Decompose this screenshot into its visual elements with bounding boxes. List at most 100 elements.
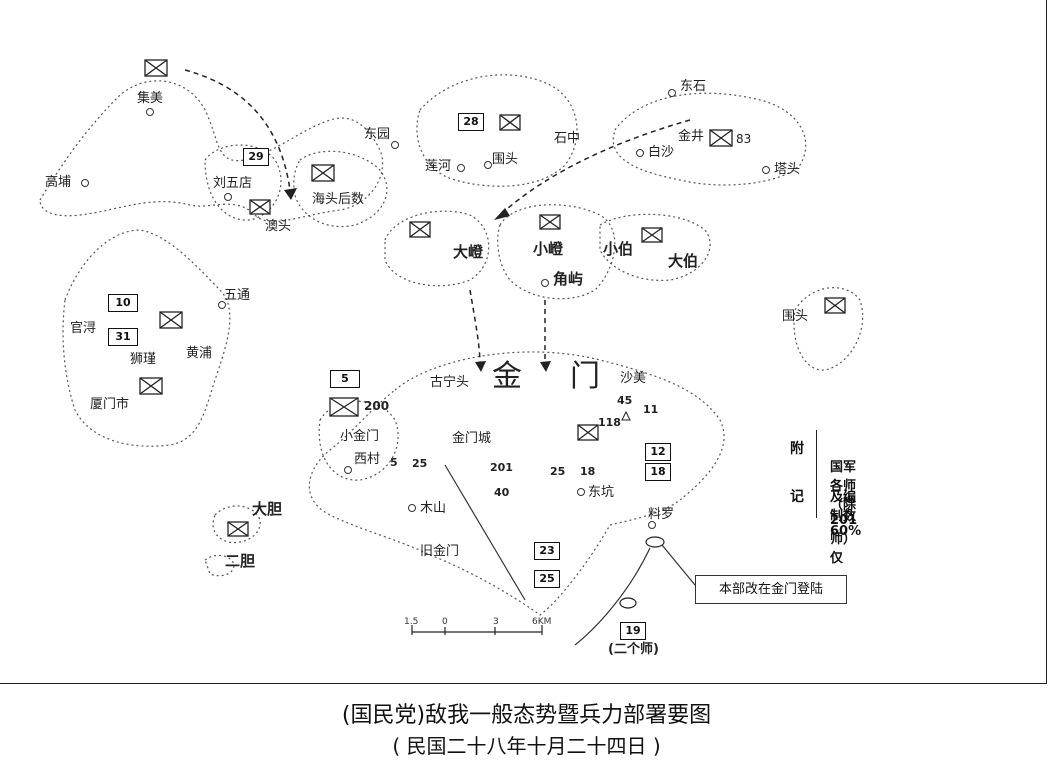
town-tatou	[762, 166, 770, 174]
xiamen-island-coast	[62, 229, 231, 447]
place-erdan: 二胆	[225, 552, 256, 570]
callout-box: 本部改在金门登陆	[695, 575, 847, 604]
place-dongkeng: 东坑	[588, 485, 615, 500]
unit-symbol-weitou-east	[824, 297, 846, 314]
place-jinmencheng: 金门城	[452, 431, 492, 446]
map-date: ( 民国二十八年十月二十四日 )	[392, 734, 661, 758]
erdan-coast	[204, 554, 235, 577]
town-xicun	[344, 466, 352, 474]
place-haiyanghou: 海头后数	[312, 192, 365, 207]
unit-symbol-xiamen	[159, 311, 183, 329]
town-dongshi	[668, 89, 676, 97]
place-dongshi: 东石	[680, 79, 707, 94]
unit-label-118: 118	[598, 416, 621, 429]
arrowhead-jinmen-a	[475, 361, 486, 372]
place-jinmen-2: 门	[570, 359, 600, 394]
note-divider	[816, 430, 817, 518]
place-aotou: 澳头	[265, 219, 292, 234]
place-tatou: 塔头	[774, 162, 801, 177]
unit-box-10: 10	[108, 294, 138, 312]
place-shizhong: 石中	[554, 131, 581, 146]
unit-symbol-aotou	[249, 199, 271, 215]
dadan-coast	[212, 505, 261, 544]
place-mushan: 木山	[420, 501, 447, 516]
unit-label-5: 5	[390, 456, 398, 469]
unit-label-25b: 25	[550, 465, 566, 478]
place-shijiao: 狮瑾	[130, 352, 157, 367]
scale-tick-1: 0	[442, 617, 448, 627]
unit-symbol-xiamen-2	[139, 377, 163, 395]
line-jinmencheng-south	[444, 464, 526, 601]
mainland-coast-northwest	[39, 80, 384, 223]
town-dongyuan	[391, 141, 399, 149]
arrow-dongshi-to-dadeng	[499, 119, 691, 216]
dongyuan-coast	[293, 150, 388, 228]
place-gaoqi: 高埔	[45, 175, 72, 190]
town-jiaoyu	[541, 279, 549, 287]
place-dabo: 大伯	[668, 252, 699, 270]
unit-box-25: 25	[534, 570, 560, 588]
scale-tick-2: 3	[493, 617, 499, 627]
unit-label-25a: 25	[412, 457, 428, 470]
unit-label-11: 11	[643, 403, 659, 416]
place-jimei: 集美	[137, 91, 164, 106]
unit-box-28: 28	[458, 113, 484, 131]
place-dadeng: 大嶝	[453, 243, 484, 261]
place-guningtou: 古宁头	[430, 375, 470, 390]
place-xiaodeng: 小嶝	[533, 240, 564, 258]
place-huangpu: 黄浦	[186, 346, 213, 361]
place-jiujinmen: 旧金门	[420, 544, 460, 559]
map-title: (国民党)敌我一般态势暨兵力部署要图	[341, 703, 712, 728]
unit-symbol-liuwudian	[311, 164, 335, 182]
town-liaoluo	[648, 521, 656, 529]
arrowhead-jinmen-b	[540, 361, 551, 372]
place-guanxun: 官浔	[70, 321, 97, 336]
place-wutong: 五通	[224, 288, 251, 303]
map-frame	[0, 0, 1047, 684]
note-side-1: 附	[790, 441, 804, 457]
place-jiaoyu: 角屿	[553, 270, 584, 288]
note-line-1: 国军各师（除201师）仅	[830, 460, 858, 566]
place-xiaojinmen: 小金门	[340, 429, 380, 444]
place-shamei: 沙美	[620, 371, 647, 386]
unit-symbol-jimei	[144, 59, 168, 77]
arrowhead-aotou	[284, 188, 297, 200]
transport-boat-icon	[619, 597, 637, 609]
scale-bar	[411, 625, 543, 635]
liuwudian-islet-coast	[204, 144, 282, 221]
note-side-2: 记	[790, 489, 804, 505]
town-dongkeng	[577, 488, 585, 496]
jinmen-island-coast	[308, 351, 725, 616]
place-dongyuan: 东园	[364, 127, 391, 142]
place-dadan: 大胆	[252, 500, 283, 518]
weitou-east-coast	[793, 287, 864, 371]
place-jinjing: 金井	[678, 129, 705, 144]
unit-label-201: 201	[490, 461, 513, 474]
scale-tick-0: 1.5	[404, 617, 418, 627]
unit-symbol-xiaojinmen	[329, 397, 359, 417]
unit-symbol-xiaodeng	[539, 214, 561, 230]
flag-icon	[621, 410, 631, 421]
scale-tick-3: 6KM	[532, 617, 551, 627]
unit-symbol-dadan	[227, 521, 249, 537]
unit-box-12: 12	[645, 443, 671, 461]
town-baisha	[636, 149, 644, 157]
place-xicun: 西村	[354, 452, 381, 467]
unit-box-31: 31	[108, 328, 138, 346]
town-jimei	[146, 108, 154, 116]
dabo-island-coast	[599, 213, 711, 282]
arrow-jimei-to-aotou	[184, 69, 291, 191]
town-mushan	[408, 504, 416, 512]
place-lianhe: 莲河	[425, 159, 452, 174]
unit-box-18: 18	[645, 463, 671, 481]
place-xiamenshi: 厦门市	[90, 397, 130, 412]
place-xiaobo: 小伯	[603, 240, 634, 258]
town-weitou	[484, 161, 492, 169]
unit-label-45: 45	[617, 394, 633, 407]
place-baisha: 白沙	[648, 145, 675, 160]
unit-box-23: 23	[534, 542, 560, 560]
unit-symbol-dabo	[641, 227, 663, 243]
place-weitou-east: 围头	[782, 309, 809, 324]
landing-boat-icon	[645, 536, 665, 548]
